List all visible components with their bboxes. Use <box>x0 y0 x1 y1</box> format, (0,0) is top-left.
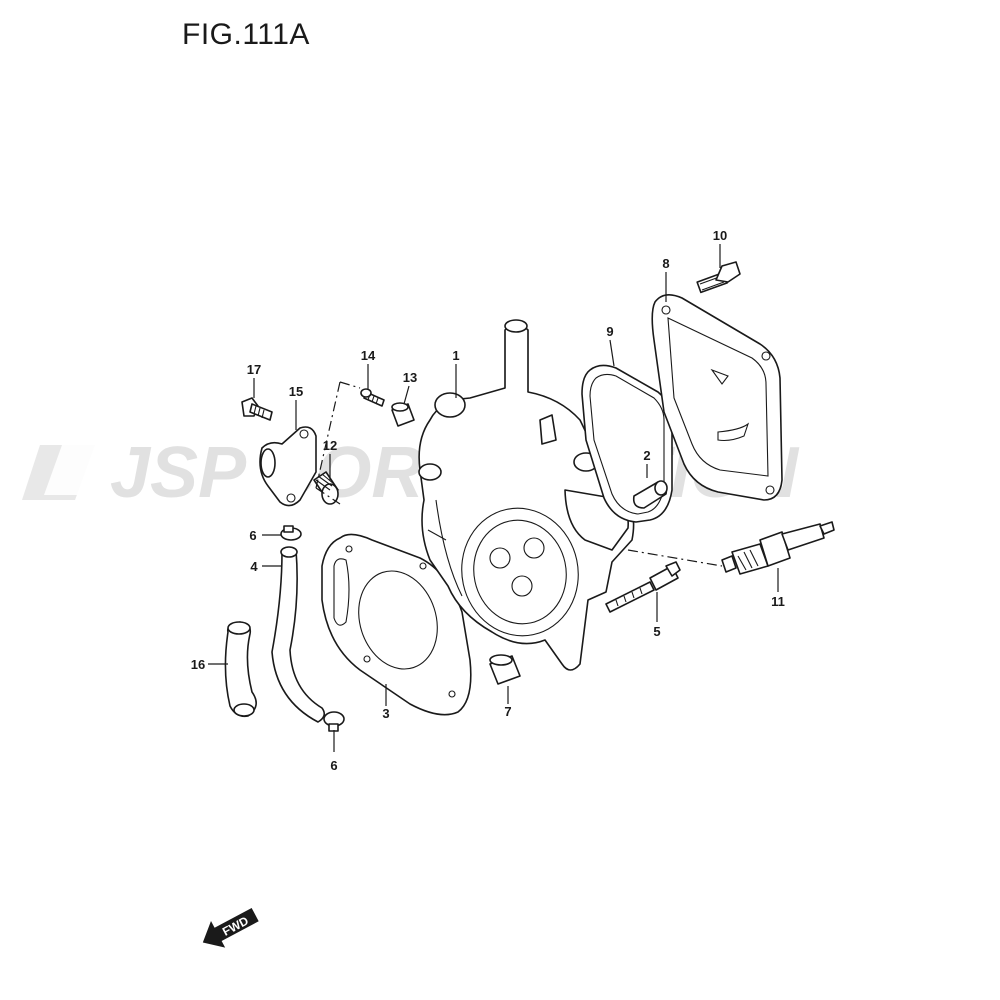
callout-13: 13 <box>403 370 417 385</box>
part-16-hose[interactable] <box>224 621 257 718</box>
callouts: 1 2 3 4 5 6 6 7 8 9 10 11 12 13 14 15 16… <box>191 228 785 773</box>
figure-title: FIG.111A <box>182 18 310 51</box>
callout-5: 5 <box>653 624 660 639</box>
callout-7: 7 <box>504 704 511 719</box>
callout-15: 15 <box>289 384 303 399</box>
callout-8: 8 <box>662 256 669 271</box>
part-8-head-cover[interactable] <box>651 294 783 501</box>
part-2-dowel[interactable] <box>632 480 668 509</box>
callout-6-upper: 6 <box>249 528 256 543</box>
part-17-bolt[interactable] <box>241 397 273 421</box>
part-5-stud[interactable] <box>605 561 681 613</box>
part-10-bolt[interactable] <box>696 261 741 294</box>
part-3-gasket[interactable] <box>321 533 472 716</box>
callout-10: 10 <box>713 228 727 243</box>
part-14-bolt[interactable] <box>360 388 385 407</box>
callout-1: 1 <box>452 348 459 363</box>
part-4-hose[interactable] <box>271 546 326 723</box>
callout-3: 3 <box>382 706 389 721</box>
callout-9: 9 <box>606 324 613 339</box>
part-6-clamp-upper[interactable] <box>280 525 302 541</box>
part-11-spark-plug[interactable] <box>721 521 835 575</box>
part-7-dowel[interactable] <box>489 654 521 685</box>
part-9-cover-gasket[interactable] <box>581 364 673 523</box>
callout-16: 16 <box>191 657 205 672</box>
callout-4: 4 <box>250 559 258 574</box>
leader-lines <box>208 244 779 752</box>
alignment-lines <box>315 381 723 567</box>
callout-14: 14 <box>361 348 376 363</box>
part-15-thermostat-cover[interactable] <box>259 426 317 507</box>
callout-6-lower: 6 <box>330 758 337 773</box>
callout-17: 17 <box>247 362 261 377</box>
part-6-clamp-lower[interactable] <box>323 711 345 732</box>
callout-11: 11 <box>771 594 785 609</box>
part-13-dowel[interactable] <box>391 402 415 427</box>
callout-2: 2 <box>643 448 650 463</box>
fwd-direction-arrow: FWD <box>202 907 259 948</box>
callout-12: 12 <box>323 438 337 453</box>
